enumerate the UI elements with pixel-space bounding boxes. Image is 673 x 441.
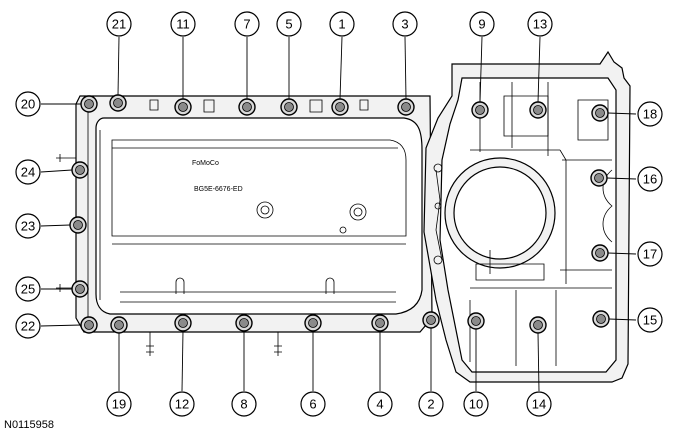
svg-text:22: 22: [21, 319, 35, 334]
bolt-19: [110, 316, 128, 334]
svg-text:6: 6: [309, 397, 316, 412]
callout-23: 23: [15, 213, 41, 239]
bolt-5: [280, 98, 298, 116]
svg-text:21: 21: [112, 17, 126, 32]
bolt-3: [397, 98, 415, 116]
svg-text:8: 8: [240, 397, 247, 412]
svg-text:23: 23: [21, 219, 35, 234]
bolt-7: [238, 98, 256, 116]
callout-4: 4: [367, 391, 393, 417]
callout-8: 8: [231, 391, 257, 417]
callout-9: 9: [469, 11, 495, 37]
svg-text:20: 20: [21, 97, 35, 112]
callout-13: 13: [527, 11, 553, 37]
svg-text:18: 18: [643, 107, 657, 122]
svg-text:14: 14: [532, 397, 546, 412]
bolt-23: [69, 216, 87, 234]
bolt-20: [80, 95, 98, 113]
svg-text:11: 11: [176, 17, 190, 32]
bolt-22: [80, 316, 98, 334]
callout-15: 15: [637, 307, 663, 333]
bolt-13: [529, 101, 547, 119]
bolt-16: [590, 169, 608, 187]
callout-20: 20: [15, 91, 41, 117]
bolt-9: [471, 101, 489, 119]
svg-text:10: 10: [469, 397, 483, 412]
callout-7: 7: [234, 11, 260, 37]
svg-text:9: 9: [478, 17, 485, 32]
svg-text:13: 13: [533, 17, 547, 32]
callout-3: 3: [392, 11, 418, 37]
svg-text:25: 25: [21, 282, 35, 297]
bolt-17: [591, 244, 609, 262]
svg-text:12: 12: [175, 397, 189, 412]
callout-18: 18: [637, 101, 663, 127]
svg-text:24: 24: [21, 165, 35, 180]
callout-25: 25: [15, 276, 41, 302]
bolt-12: [174, 314, 192, 332]
callout-10: 10: [463, 391, 489, 417]
callout-24: 24: [15, 159, 41, 185]
right-pan-body: [423, 50, 631, 383]
svg-text:5: 5: [285, 17, 292, 32]
bolt-4: [371, 314, 389, 332]
bolt-21: [109, 94, 127, 112]
svg-text:1: 1: [338, 17, 345, 32]
bolt-6: [304, 314, 322, 332]
svg-text:16: 16: [643, 172, 657, 187]
figure-id-label: N0115958: [4, 419, 54, 431]
callout-17: 17: [637, 241, 663, 267]
callout-19: 19: [106, 391, 132, 417]
svg-text:3: 3: [401, 17, 408, 32]
bolt-11: [174, 98, 192, 116]
callout-21: 21: [106, 11, 132, 37]
svg-text:4: 4: [376, 397, 383, 412]
bolt-18: [591, 104, 609, 122]
callout-1: 1: [329, 11, 355, 37]
bolt-8: [235, 314, 253, 332]
callout-12: 12: [169, 391, 195, 417]
callouts: 21 11 7 5 1 3 9 13 18 20 24 16 23 17 25 …: [15, 11, 663, 417]
cast-logo-text: FoMoCo: [192, 160, 219, 167]
bolt-14: [529, 316, 547, 334]
cast-part-number-text: BG5E-6676-ED: [194, 186, 243, 193]
svg-text:19: 19: [112, 397, 126, 412]
callout-14: 14: [526, 391, 552, 417]
bolt-24: [71, 161, 89, 179]
bolt-2: [422, 311, 440, 329]
callout-5: 5: [276, 11, 302, 37]
bolt-1: [331, 98, 349, 116]
svg-text:17: 17: [643, 247, 657, 262]
leader-lines: [40, 36, 637, 392]
svg-text:15: 15: [643, 313, 657, 328]
bolt-15: [592, 310, 610, 328]
callout-2: 2: [418, 391, 444, 417]
bolt-25: [71, 280, 89, 298]
callout-6: 6: [300, 391, 326, 417]
svg-text:2: 2: [427, 397, 434, 412]
callout-16: 16: [637, 166, 663, 192]
bolt-10: [467, 312, 485, 330]
left-pan-body: FoMoCo BG5E-6676-ED: [56, 95, 433, 356]
callout-11: 11: [170, 11, 196, 37]
callout-22: 22: [15, 313, 41, 339]
svg-text:7: 7: [243, 17, 250, 32]
